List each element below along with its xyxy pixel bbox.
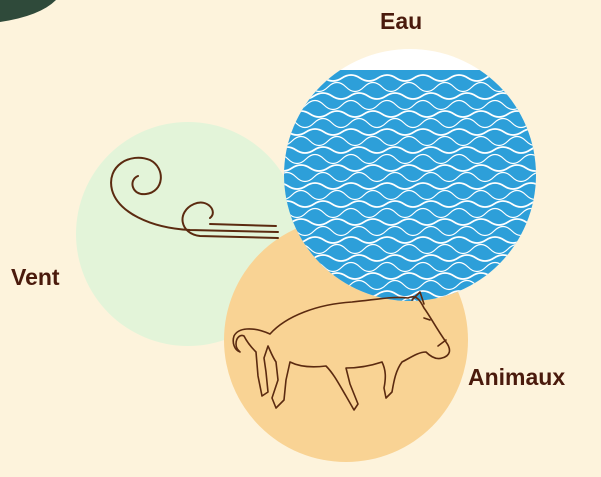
corner-accent — [0, 0, 56, 22]
label-wind: Vent — [11, 264, 60, 291]
label-water: Eau — [380, 8, 422, 35]
label-animals: Animaux — [468, 364, 565, 391]
